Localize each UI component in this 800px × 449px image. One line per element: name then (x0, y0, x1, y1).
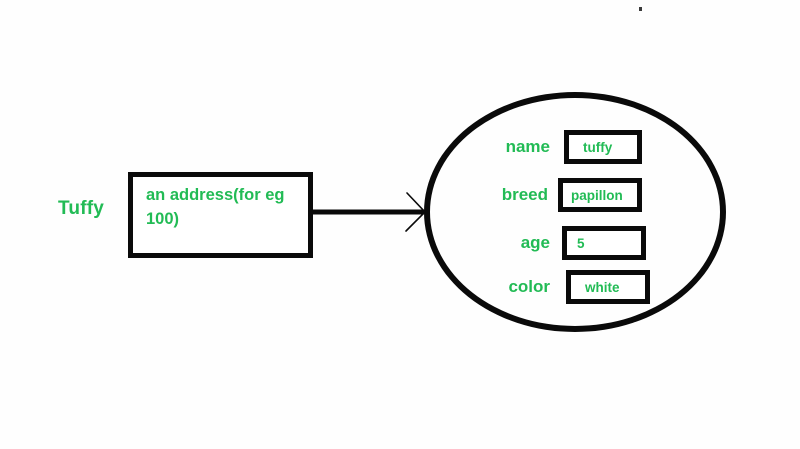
property-row: breed papillon (482, 178, 642, 212)
property-value-box-color: white (566, 270, 650, 304)
address-box: an address(for eg 100) (128, 172, 313, 258)
property-row: color white (484, 270, 650, 304)
arrow-head-icon (405, 192, 427, 232)
property-label-breed: breed (501, 185, 548, 204)
property-label-name: name (505, 137, 550, 156)
property-value-color: white (585, 279, 620, 295)
image-speck-artifact (639, 7, 642, 11)
property-value-breed: papillon (571, 187, 623, 203)
property-label-color: color (508, 277, 550, 296)
property-value-box-age: 5 (562, 226, 646, 260)
property-value-name: tuffy (583, 139, 613, 155)
property-row: name tuffy (484, 130, 642, 164)
property-label-age: age (520, 233, 550, 252)
variable-name-label: Tuffy (58, 198, 105, 219)
object-ellipse (424, 92, 726, 332)
property-value-age: 5 (577, 235, 585, 251)
property-value-box-breed: papillon (558, 178, 642, 212)
property-row: age 5 (484, 226, 646, 260)
address-box-text: an address(for eg 100) (146, 186, 285, 228)
property-value-box-name: tuffy (564, 130, 642, 164)
